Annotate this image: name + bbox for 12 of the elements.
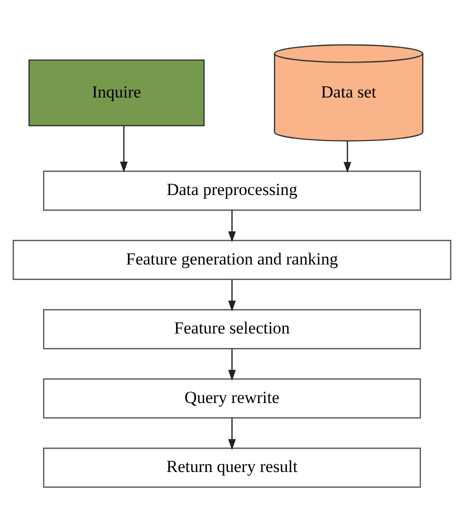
node-box: Data preprocessing	[43, 170, 421, 210]
node-box: Feature generation and ranking	[12, 239, 452, 280]
node-box: Feature selection	[43, 308, 421, 349]
node-box: Query rewrite	[43, 378, 421, 418]
node-box: Inquire	[28, 58, 205, 126]
arrow	[228, 279, 236, 312]
arrow	[228, 418, 236, 450]
arrow	[228, 210, 236, 242]
node-box: Return query result	[43, 447, 421, 488]
arrow	[344, 140, 352, 172]
arrow	[228, 348, 236, 380]
arrow	[120, 125, 128, 172]
